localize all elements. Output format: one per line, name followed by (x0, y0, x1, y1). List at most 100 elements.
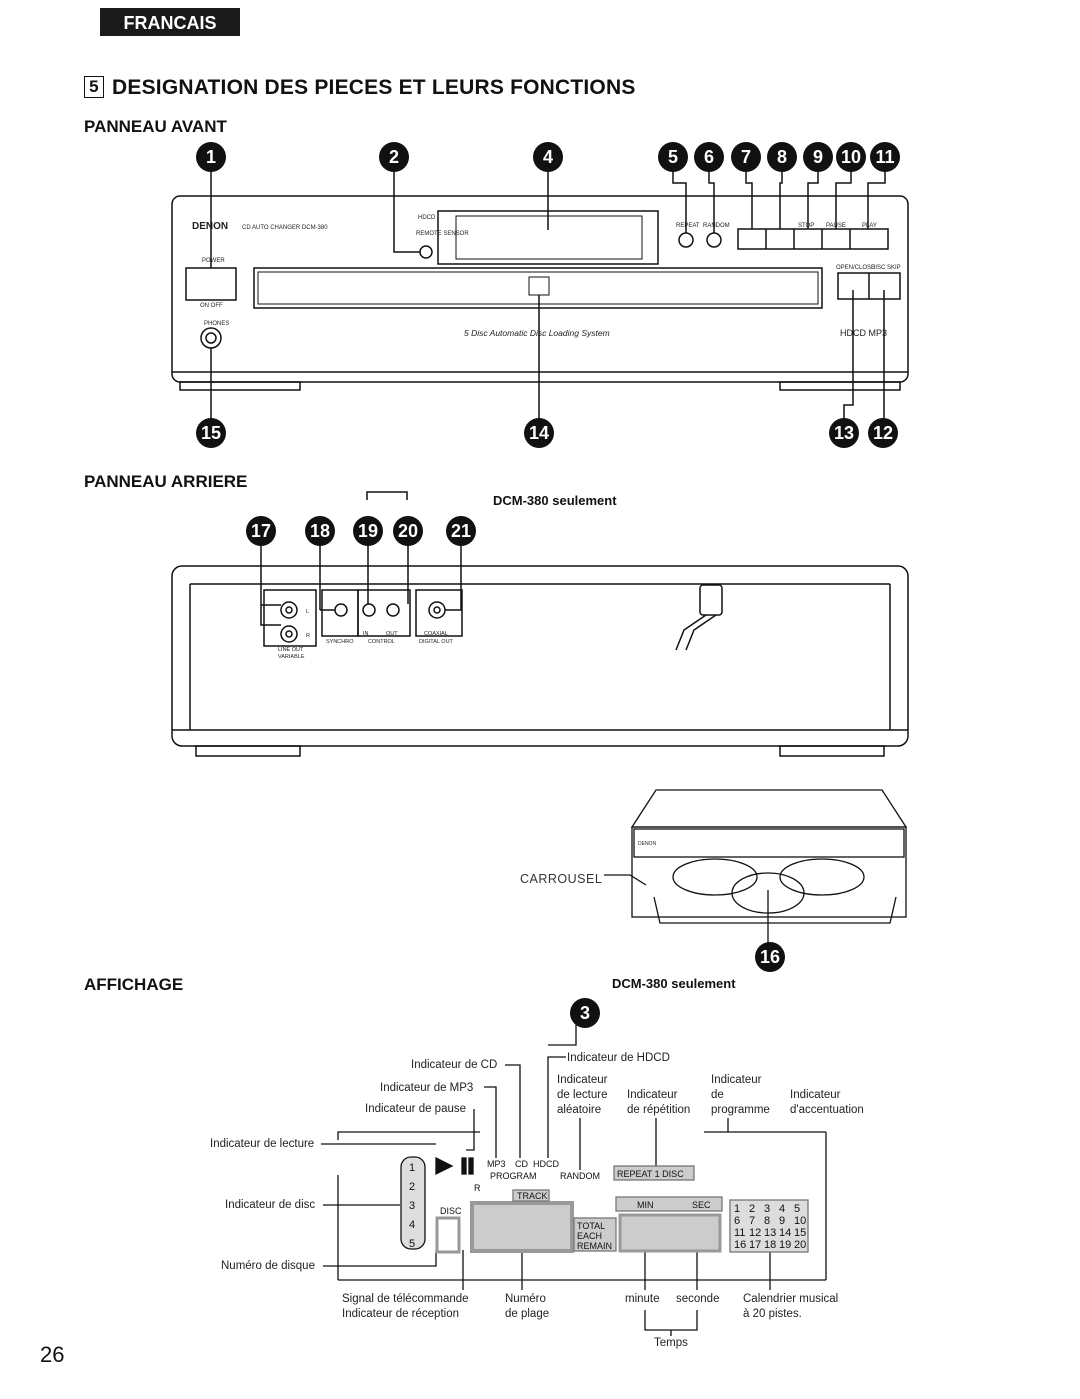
lbl-mp3: Indicateur de MP3 (380, 1082, 474, 1094)
rear-coaxial: COAXIAL (424, 631, 448, 637)
rear-panel-diagram: L R LINE OUT VARIABLE SYNCHRO IN OUT CON… (171, 491, 909, 757)
front-panel-diagram: DENON CD AUTO CHANGER DCM-380 POWER ON O… (171, 172, 909, 418)
carrousel-label: CARROUSEL (520, 872, 603, 886)
lbl-track-2: de plage (505, 1308, 550, 1320)
section-number: 5 (84, 76, 104, 98)
display-heading: AFFICHAGE (84, 975, 184, 994)
lcd-calendar-cell: 8 (764, 1215, 770, 1227)
front-repeat-label: REPEAT (676, 223, 700, 229)
callout-12: 12 (868, 418, 898, 448)
lbl-program-1: Indicateur (711, 1074, 762, 1086)
rear-control: CONTROL (368, 639, 395, 645)
front-hdcd-label: HDCD (418, 215, 436, 221)
callout-1: 1 (196, 142, 226, 172)
front-brand: DENON (192, 221, 228, 232)
lcd-calendar-cell: 7 (749, 1215, 755, 1227)
lcd-calendar-cell: 15 (794, 1227, 806, 1239)
lbl-remote-2: Indicateur de réception (342, 1308, 459, 1320)
rear-only-note: DCM-380 seulement (493, 493, 617, 508)
rear-r: R (306, 633, 310, 639)
lbl-accent-2: d'accentuation (790, 1104, 864, 1116)
lcd-calendar-cell: 10 (794, 1215, 806, 1227)
lcd-min: MIN (637, 1200, 654, 1210)
lbl-random-2: de lecture (557, 1089, 608, 1101)
carrousel-brand: DENON (638, 841, 656, 847)
lcd-calendar-cell: 11 (734, 1227, 745, 1239)
rear-l: L (306, 609, 309, 615)
rear-line-out: LINE OUT (278, 647, 304, 653)
callout-8: 8 (767, 142, 797, 172)
rear-digital-out: DIGITAL OUT (419, 639, 454, 645)
front-loading-system: 5 Disc Automatic Disc Loading System (464, 328, 610, 338)
lcd-calendar-cell: 2 (749, 1203, 755, 1215)
callout-10: 10 (836, 142, 866, 172)
carrousel-diagram: DENON (604, 789, 908, 945)
rear-in: IN (363, 631, 369, 637)
lcd-disc-number: 5 (409, 1238, 415, 1250)
rear-variable: VARIABLE (278, 654, 305, 660)
callout-9: 9 (803, 142, 833, 172)
front-logos: HDCD MP3 (840, 328, 887, 338)
callout-15: 15 (196, 418, 226, 448)
lbl-repeat-2: de répétition (627, 1104, 691, 1116)
front-openclose-label: OPEN/CLOSE (836, 265, 875, 271)
lbl-second: seconde (676, 1293, 720, 1305)
lcd-disc-number: 3 (409, 1200, 415, 1212)
lbl-hdcd: Indicateur de HDCD (567, 1052, 670, 1064)
lbl-disc-number: Numéro de disque (221, 1260, 315, 1272)
lcd-disc-number: 1 (409, 1162, 415, 1174)
lbl-minute: minute (625, 1293, 660, 1305)
lcd-disc-number: 4 (409, 1219, 415, 1231)
lbl-cd: Indicateur de CD (411, 1059, 498, 1071)
lbl-time: Temps (654, 1337, 688, 1349)
rear-out: OUT (386, 631, 398, 637)
callout-7: 7 (731, 142, 761, 172)
front-play-label: PLAY (862, 223, 877, 229)
lcd-each: EACH (577, 1231, 602, 1241)
callout-6: 6 (694, 142, 724, 172)
callout-14: 14 (524, 418, 554, 448)
lcd-hdcd: HDCD (533, 1159, 559, 1169)
lcd-calendar-cell: 12 (749, 1227, 761, 1239)
lcd-calendar-cell: 4 (779, 1203, 785, 1215)
display-only-note: DCM-380 seulement (612, 976, 736, 991)
lcd-sec: SEC (692, 1200, 711, 1210)
lcd-repeat: REPEAT 1 DISC (617, 1169, 684, 1179)
lcd-calendar-cell: 16 (734, 1239, 746, 1251)
language-tab: FRANCAIS (100, 8, 240, 36)
lcd-calendar-cell: 5 (794, 1203, 800, 1215)
lbl-calendar-2: à 20 pistes. (743, 1308, 802, 1320)
lcd-track: TRACK (517, 1191, 548, 1201)
lbl-random-1: Indicateur (557, 1074, 608, 1086)
lcd-r: R (474, 1183, 481, 1193)
lbl-calendar-1: Calendrier musical (743, 1293, 839, 1305)
callout-13: 13 (829, 418, 859, 448)
lcd-disc: DISC (440, 1206, 462, 1216)
lcd-cd: CD (515, 1159, 528, 1169)
front-power-states: ON OFF (200, 303, 223, 309)
lcd-random: RANDOM (560, 1171, 600, 1181)
lcd-calendar-cell: 19 (779, 1239, 791, 1251)
lcd-calendar-cell: 1 (734, 1203, 740, 1215)
front-panel-heading: PANNEAU AVANT (84, 117, 227, 136)
rear-panel-heading: PANNEAU ARRIERE (84, 472, 248, 491)
lcd-calendar-cell: 17 (749, 1239, 761, 1251)
callout-3: 3 (570, 998, 600, 1028)
front-remote-label: REMOTE SENSOR (416, 231, 469, 237)
callout-11: 11 (870, 142, 900, 172)
lcd-mp3: MP3 (487, 1159, 506, 1169)
lbl-disc: Indicateur de disc (225, 1199, 316, 1211)
lbl-play: Indicateur de lecture (210, 1138, 315, 1150)
front-power-label: POWER (202, 258, 225, 264)
front-stop-label: STOP (798, 223, 814, 229)
lbl-remote-1: Signal de télécommande (342, 1293, 469, 1305)
lbl-random-3: aléatoire (557, 1104, 602, 1116)
lcd-calendar-cell: 13 (764, 1227, 776, 1239)
lcd-total: TOTAL (577, 1221, 605, 1231)
front-phones-label: PHONES (204, 321, 229, 327)
lbl-program-3: programme (711, 1104, 770, 1116)
lcd-calendar-cell: 20 (794, 1239, 806, 1251)
page-number: 26 (40, 1342, 65, 1367)
lcd-calendar-cell: 3 (764, 1203, 770, 1215)
